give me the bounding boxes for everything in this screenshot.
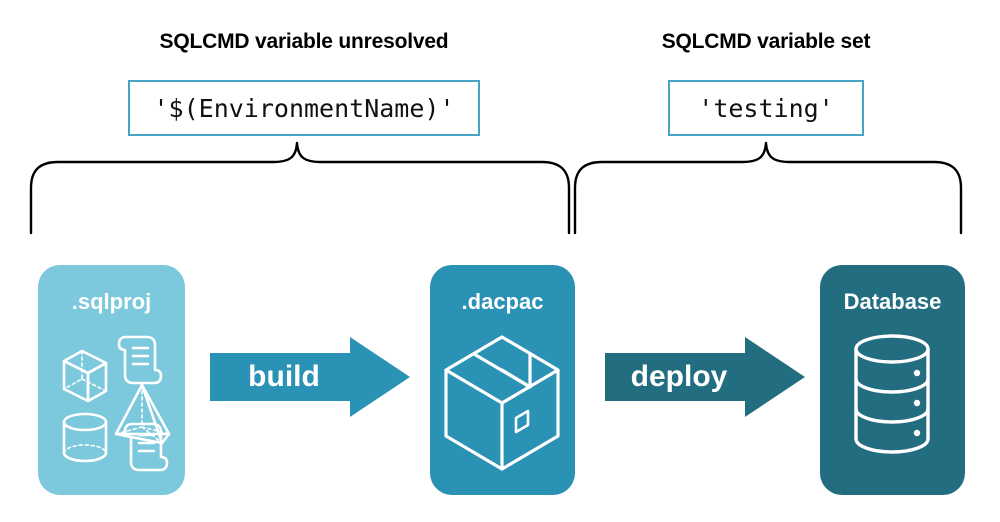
artifact-dacpac-icons: [430, 323, 575, 488]
artifact-sqlproj: .sqlproj: [38, 265, 185, 495]
artifact-sqlproj-label: .sqlproj: [71, 289, 152, 314]
section-heading-right: SQLCMD variable set: [661, 30, 871, 53]
package-box-icon: [444, 335, 560, 471]
brace-right: [573, 141, 963, 235]
cube-icon: [62, 349, 108, 403]
arrow-build: build: [210, 337, 410, 417]
brace-left: [29, 141, 571, 235]
scroll-icon: [117, 335, 163, 385]
artifact-database-icons: [820, 323, 965, 488]
artifact-dacpac-label: .dacpac: [461, 289, 544, 314]
arrow-deploy: deploy: [605, 337, 805, 417]
sqlcmd-variable-unresolved-box: '$(EnvironmentName)': [128, 80, 480, 136]
artifact-sqlproj-icons: [38, 323, 185, 488]
section-heading-left: SQLCMD variable unresolved: [159, 30, 449, 53]
artifact-database: Database: [820, 265, 965, 495]
scroll-icon: [123, 422, 169, 472]
artifact-dacpac: .dacpac: [430, 265, 575, 495]
sqlcmd-variable-unresolved-value: '$(EnvironmentName)': [153, 93, 455, 123]
cylinder-icon: [62, 412, 108, 463]
arrow-build-shape: [210, 337, 410, 417]
sqlcmd-variable-set-box: 'testing': [668, 80, 864, 136]
sqlcmd-variable-set-value: 'testing': [698, 93, 834, 123]
arrow-deploy-shape: [605, 337, 805, 417]
database-cylinder-icon: [854, 334, 930, 454]
artifact-database-label: Database: [843, 289, 942, 314]
